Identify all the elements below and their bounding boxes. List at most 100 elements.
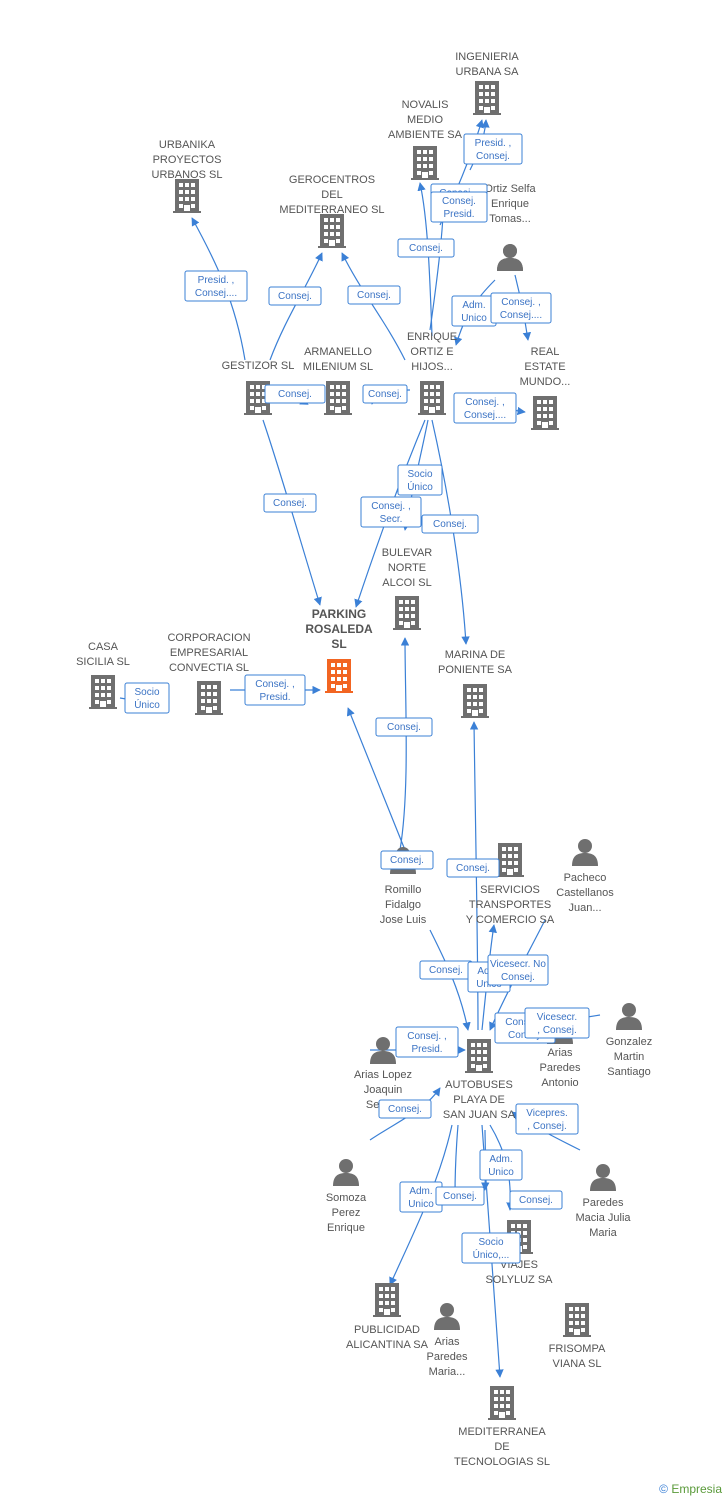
relation-label[interactable]: Consej. ,Consej.... [490,292,552,324]
node-label: ROSALEDA [305,622,373,636]
relation-label-box [124,682,170,714]
relation-label[interactable]: Adm.Unico [451,295,497,327]
relation-label-box [453,392,517,424]
node-label: Castellanos [556,887,614,899]
node-label: Joaquin [364,1084,403,1096]
relation-label[interactable]: Consej. [509,1190,563,1210]
relation-label[interactable]: Consej.Presid. [430,191,488,223]
node-label: HIJOS... [411,361,453,373]
node-label: MARINA DE [445,649,506,661]
relation-label[interactable]: Consej. ,Presid. [395,1026,459,1058]
node-person1[interactable] [497,244,523,271]
relation-label-box [463,133,523,165]
relation-label-box [490,292,552,324]
relation-label[interactable]: Presid. ,Consej. [463,133,523,165]
relation-label[interactable]: Consej. [264,384,326,404]
node-label: Pacheco [564,872,607,884]
node-realestate[interactable]: REALESTATEMUNDO... [520,346,571,430]
relation-label-box [375,717,433,737]
relation-label[interactable]: Consej. [263,493,317,513]
relation-label[interactable]: Vicepres., Consej. [515,1103,579,1135]
relation-label[interactable]: Consej. [347,285,401,305]
node-label: PROYECTOS [153,154,222,166]
relation-label[interactable]: Consej. [419,960,473,980]
node-label: GESTIZOR SL [222,360,295,372]
relation-label[interactable]: Consej. [375,717,433,737]
relation-label[interactable]: Consej. ,Secr. [360,496,422,528]
relation-label-box [397,464,443,496]
node-label: Maria [589,1227,617,1239]
node-label: INGENIERIA [455,51,519,63]
relation-label[interactable]: Consej. [380,850,434,870]
company-icon [496,843,524,877]
node-ariasmaria[interactable]: AriasParedesMaria... [427,1303,468,1378]
company-icon [563,1303,591,1337]
node-gestizor[interactable]: GESTIZOR SL [222,360,295,415]
node-label: Macia Julia [575,1212,631,1224]
relation-label-text: Consej. [443,1191,477,1202]
relation-label[interactable]: Consej. [435,1186,485,1206]
relation-label-text: Socio [478,1237,503,1248]
node-label: TECNOLOGIAS SL [454,1456,550,1468]
relation-label[interactable]: Consej. [362,384,408,404]
brand-name[interactable]: Empresia [671,1482,722,1496]
node-pacheco[interactable]: PachecoCastellanosJuan... [556,839,614,914]
relation-label[interactable]: Consej. [268,286,322,306]
relation-label[interactable]: Consej. [397,238,455,258]
relation-label-text: Consej. , [255,679,294,690]
relation-edge [341,252,406,361]
copyright-icon: © [659,1482,668,1496]
relation-label[interactable]: Presid. ,Consej.... [184,270,248,302]
relation-label[interactable]: SocioÚnico,... [461,1232,521,1264]
relation-label[interactable]: Consej. ,Consej.... [453,392,517,424]
company-icon [89,675,117,709]
relation-label[interactable]: Vicesecr., Consej. [524,1007,590,1039]
relation-label-box [347,285,401,305]
company-icon [173,179,201,213]
company-icon [324,381,352,415]
node-label: Juan... [568,902,601,914]
node-ortizselfa[interactable]: Ortiz SelfaEnriqueTomas... [484,183,537,271]
company-icon [195,681,223,715]
node-label: DEL [321,189,342,201]
relation-label[interactable]: Consej. [421,514,479,534]
node-label: Tomas... [489,213,531,225]
company-icon [318,214,346,248]
relation-label[interactable]: Adm.Unico [479,1149,523,1181]
node-label: TRANSPORTES [469,899,551,911]
relation-label[interactable]: Consej. ,Presid. [244,674,306,706]
footer-brand: © Empresia [659,1482,722,1496]
relation-label[interactable]: Adm.Unico [399,1181,443,1213]
relation-label-text: Socio [134,687,159,698]
relation-label-text: Único,... [473,1248,510,1261]
relation-label-text: Consej. [278,291,312,302]
relation-label-box [430,191,488,223]
relation-label[interactable]: Consej. [378,1099,432,1119]
relation-label[interactable]: Consej. [446,858,500,878]
